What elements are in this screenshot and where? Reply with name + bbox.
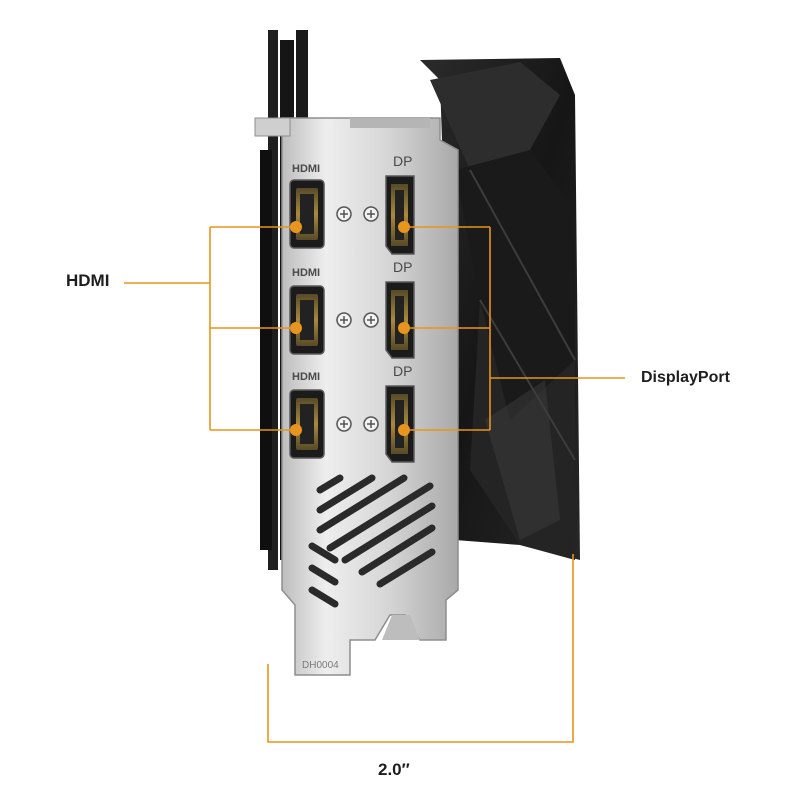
displayport-port-1 (385, 175, 415, 255)
displayport-port-3 (385, 385, 415, 463)
cooler-shroud (420, 58, 580, 560)
vent-slots (308, 474, 436, 608)
hdmi-label: HDMI (66, 271, 110, 290)
hdmi-port-3 (289, 389, 325, 459)
hdmi-port-1 (289, 179, 325, 249)
plate-dp-mark-3: DP (393, 363, 412, 379)
plate-hdmi-mark-3: HDMI (292, 371, 320, 383)
displayport-port-2 (385, 281, 415, 359)
displayport-callout-dots (398, 221, 410, 436)
plate-part-number: DH0004 (302, 660, 339, 671)
width-dimension-label: 2.0″ (378, 760, 410, 779)
hdmi-callout-dots (290, 221, 302, 436)
hdmi-callout (124, 226, 296, 431)
displayport-label: DisplayPort (641, 369, 730, 386)
screw-slots (340, 210, 375, 428)
io-bracket (254, 117, 459, 676)
plate-dp-mark-2: DP (393, 259, 412, 275)
plate-hdmi-mark-1: HDMI (292, 163, 320, 175)
width-dimension-bracket (267, 554, 574, 743)
displayport-callout (404, 226, 625, 431)
plate-dp-mark-1: DP (393, 153, 412, 169)
hdmi-port-2 (289, 285, 325, 355)
plate-hdmi-mark-2: HDMI (292, 267, 320, 279)
